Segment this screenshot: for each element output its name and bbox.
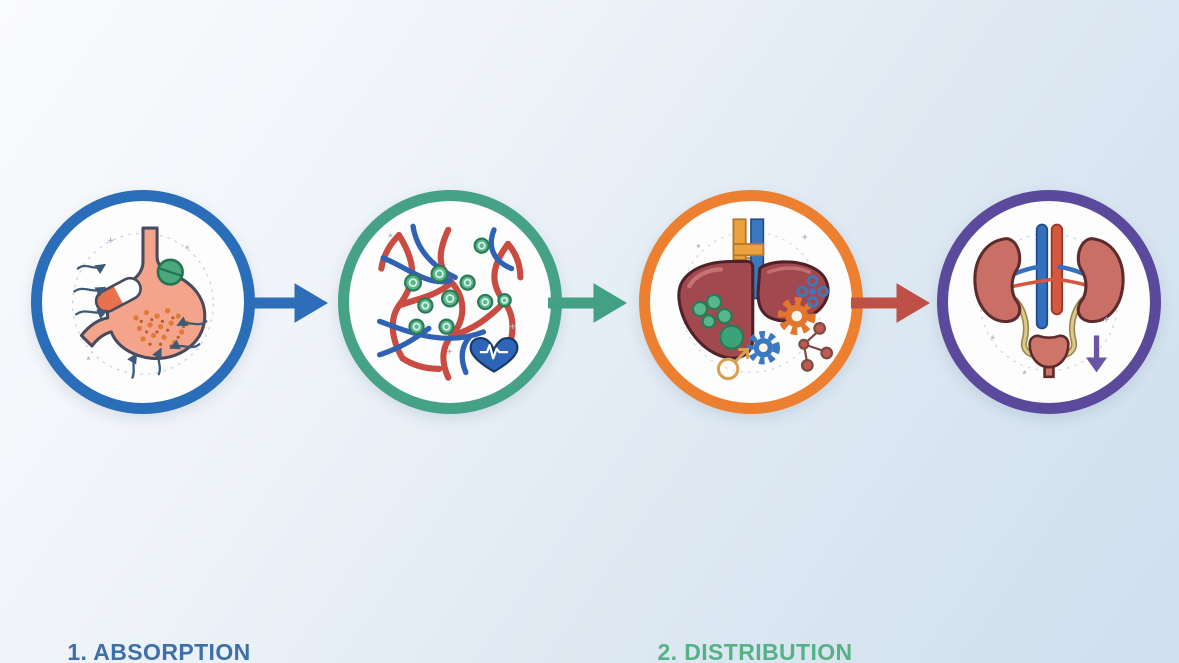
stomach-pill-absorption-icon: + * * — [71, 226, 215, 379]
svg-text:+: + — [510, 322, 516, 333]
tablet-icon — [156, 258, 184, 286]
drug-molecules — [404, 237, 512, 335]
stage-metabolism: *+ 3. METABLISM — [639, 190, 863, 414]
sparkle-doodles: * + + — [388, 232, 515, 357]
arrow-distribution-to-metabolism — [548, 283, 627, 323]
gear-icons — [746, 297, 816, 365]
svg-text:*: * — [991, 334, 995, 345]
male-symbol — [716, 347, 750, 381]
sparkle-doodles: * + * — [991, 315, 1110, 381]
liver-metabolism-icon: *+ — [677, 218, 834, 381]
blue-molecule — [796, 275, 829, 308]
down-arrow-icon — [1085, 335, 1108, 373]
svg-text:*: * — [185, 245, 189, 256]
metabolite-molecule — [798, 322, 834, 372]
svg-text:+: + — [108, 236, 114, 247]
sparkle-doodles: *+ — [696, 232, 808, 254]
kidneys-excretion-icon: * + * — [973, 223, 1125, 381]
svg-text:+: + — [446, 347, 452, 358]
svg-text:*: * — [1023, 370, 1027, 381]
molecule-cluster — [691, 293, 745, 350]
svg-text:*: * — [696, 243, 700, 254]
stage-absorption: + * * 1. ABSORPTION — [31, 190, 255, 663]
stage-circle: + * * — [31, 190, 255, 414]
stage-circle: *+ — [639, 190, 863, 414]
heart-ecg-icon — [469, 336, 519, 373]
blood-vessels-distribution-icon: * + + — [376, 223, 524, 381]
arrow-metabolism-to-excretion — [851, 283, 930, 323]
svg-text:+: + — [802, 232, 808, 243]
stage-circle: * + + — [338, 190, 562, 414]
svg-text:+: + — [1104, 315, 1110, 326]
stage-label: 2. DISTRIBUTION — [657, 639, 853, 663]
stage-circle: * + * — [937, 190, 1161, 414]
sparkle-doodles: + * * — [87, 236, 190, 367]
stage-distribution: *++ 2. DISTRIBUTION — [338, 190, 852, 663]
bladder — [1028, 334, 1070, 379]
arrow-absorption-to-distribution — [249, 283, 328, 323]
svg-text:*: * — [388, 232, 392, 243]
stage-label: 1. ABSORPTION — [67, 639, 251, 663]
stage-excretion: *+* 4. EXCRESTION — [937, 190, 1161, 414]
svg-text:*: * — [87, 356, 91, 367]
